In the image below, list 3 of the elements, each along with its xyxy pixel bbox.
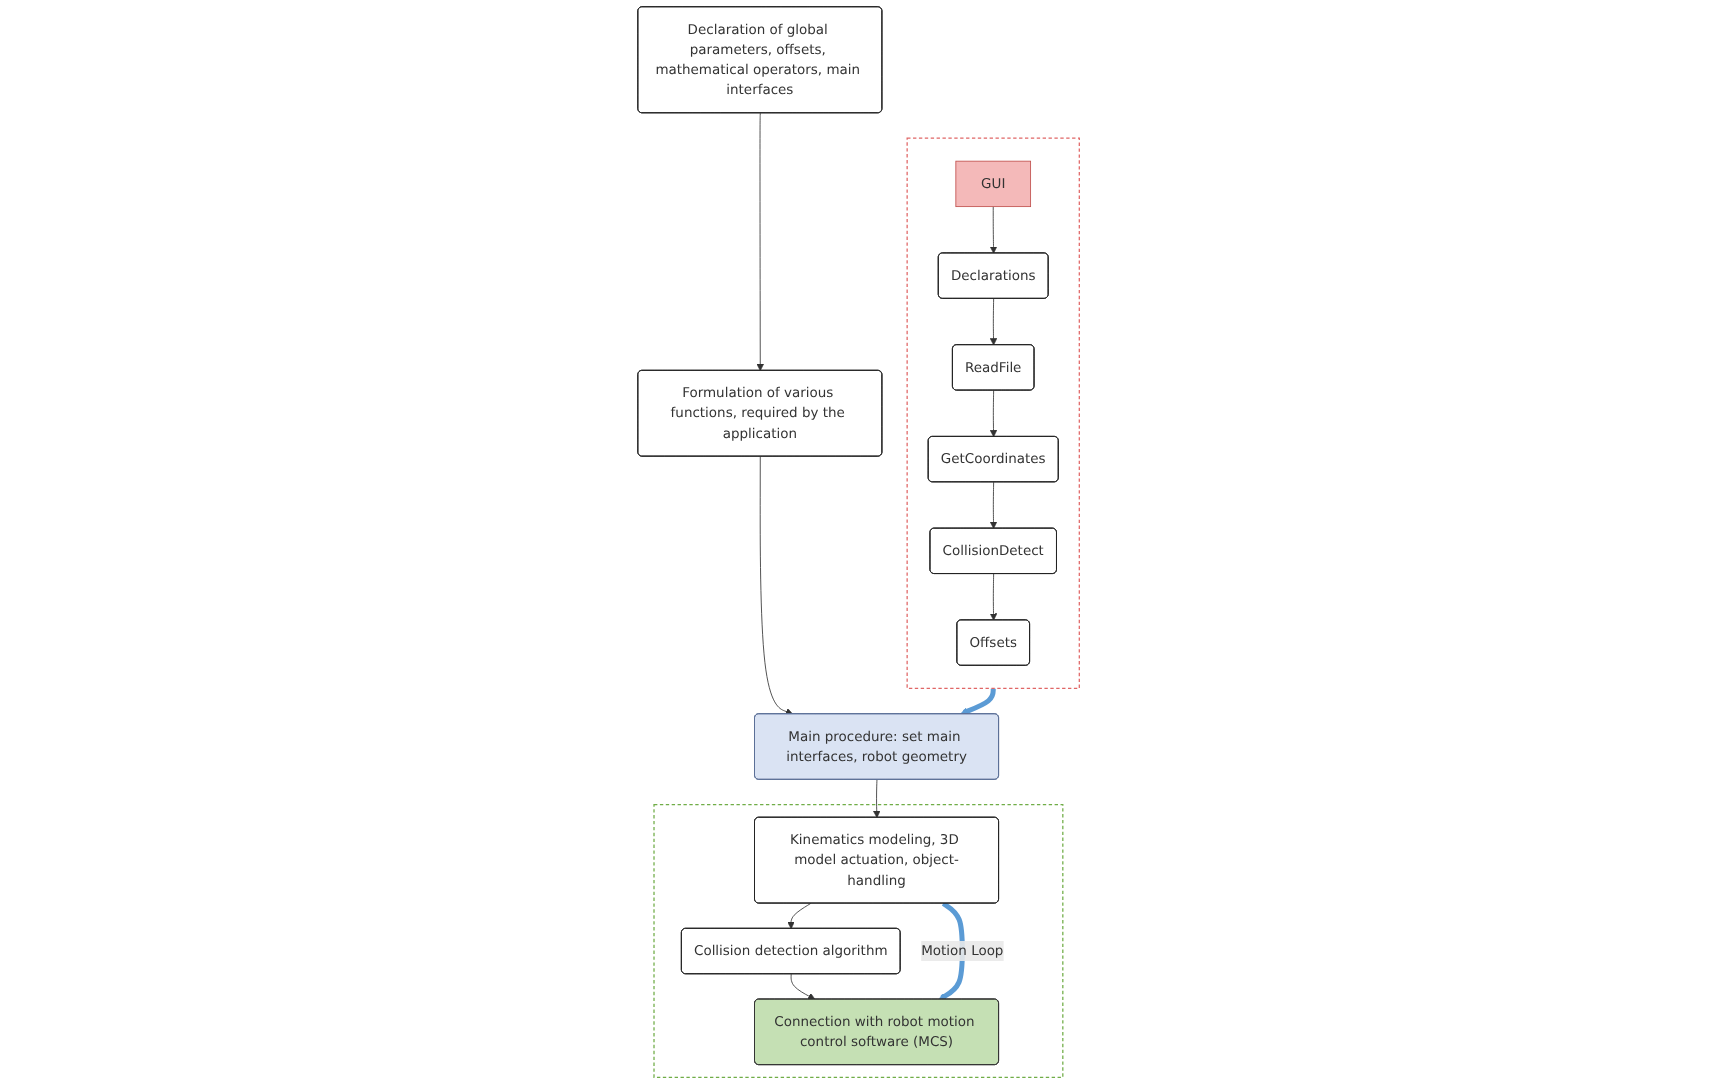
arrow <box>959 688 996 715</box>
cluster <box>652 803 1063 1078</box>
cluster <box>905 137 1080 690</box>
